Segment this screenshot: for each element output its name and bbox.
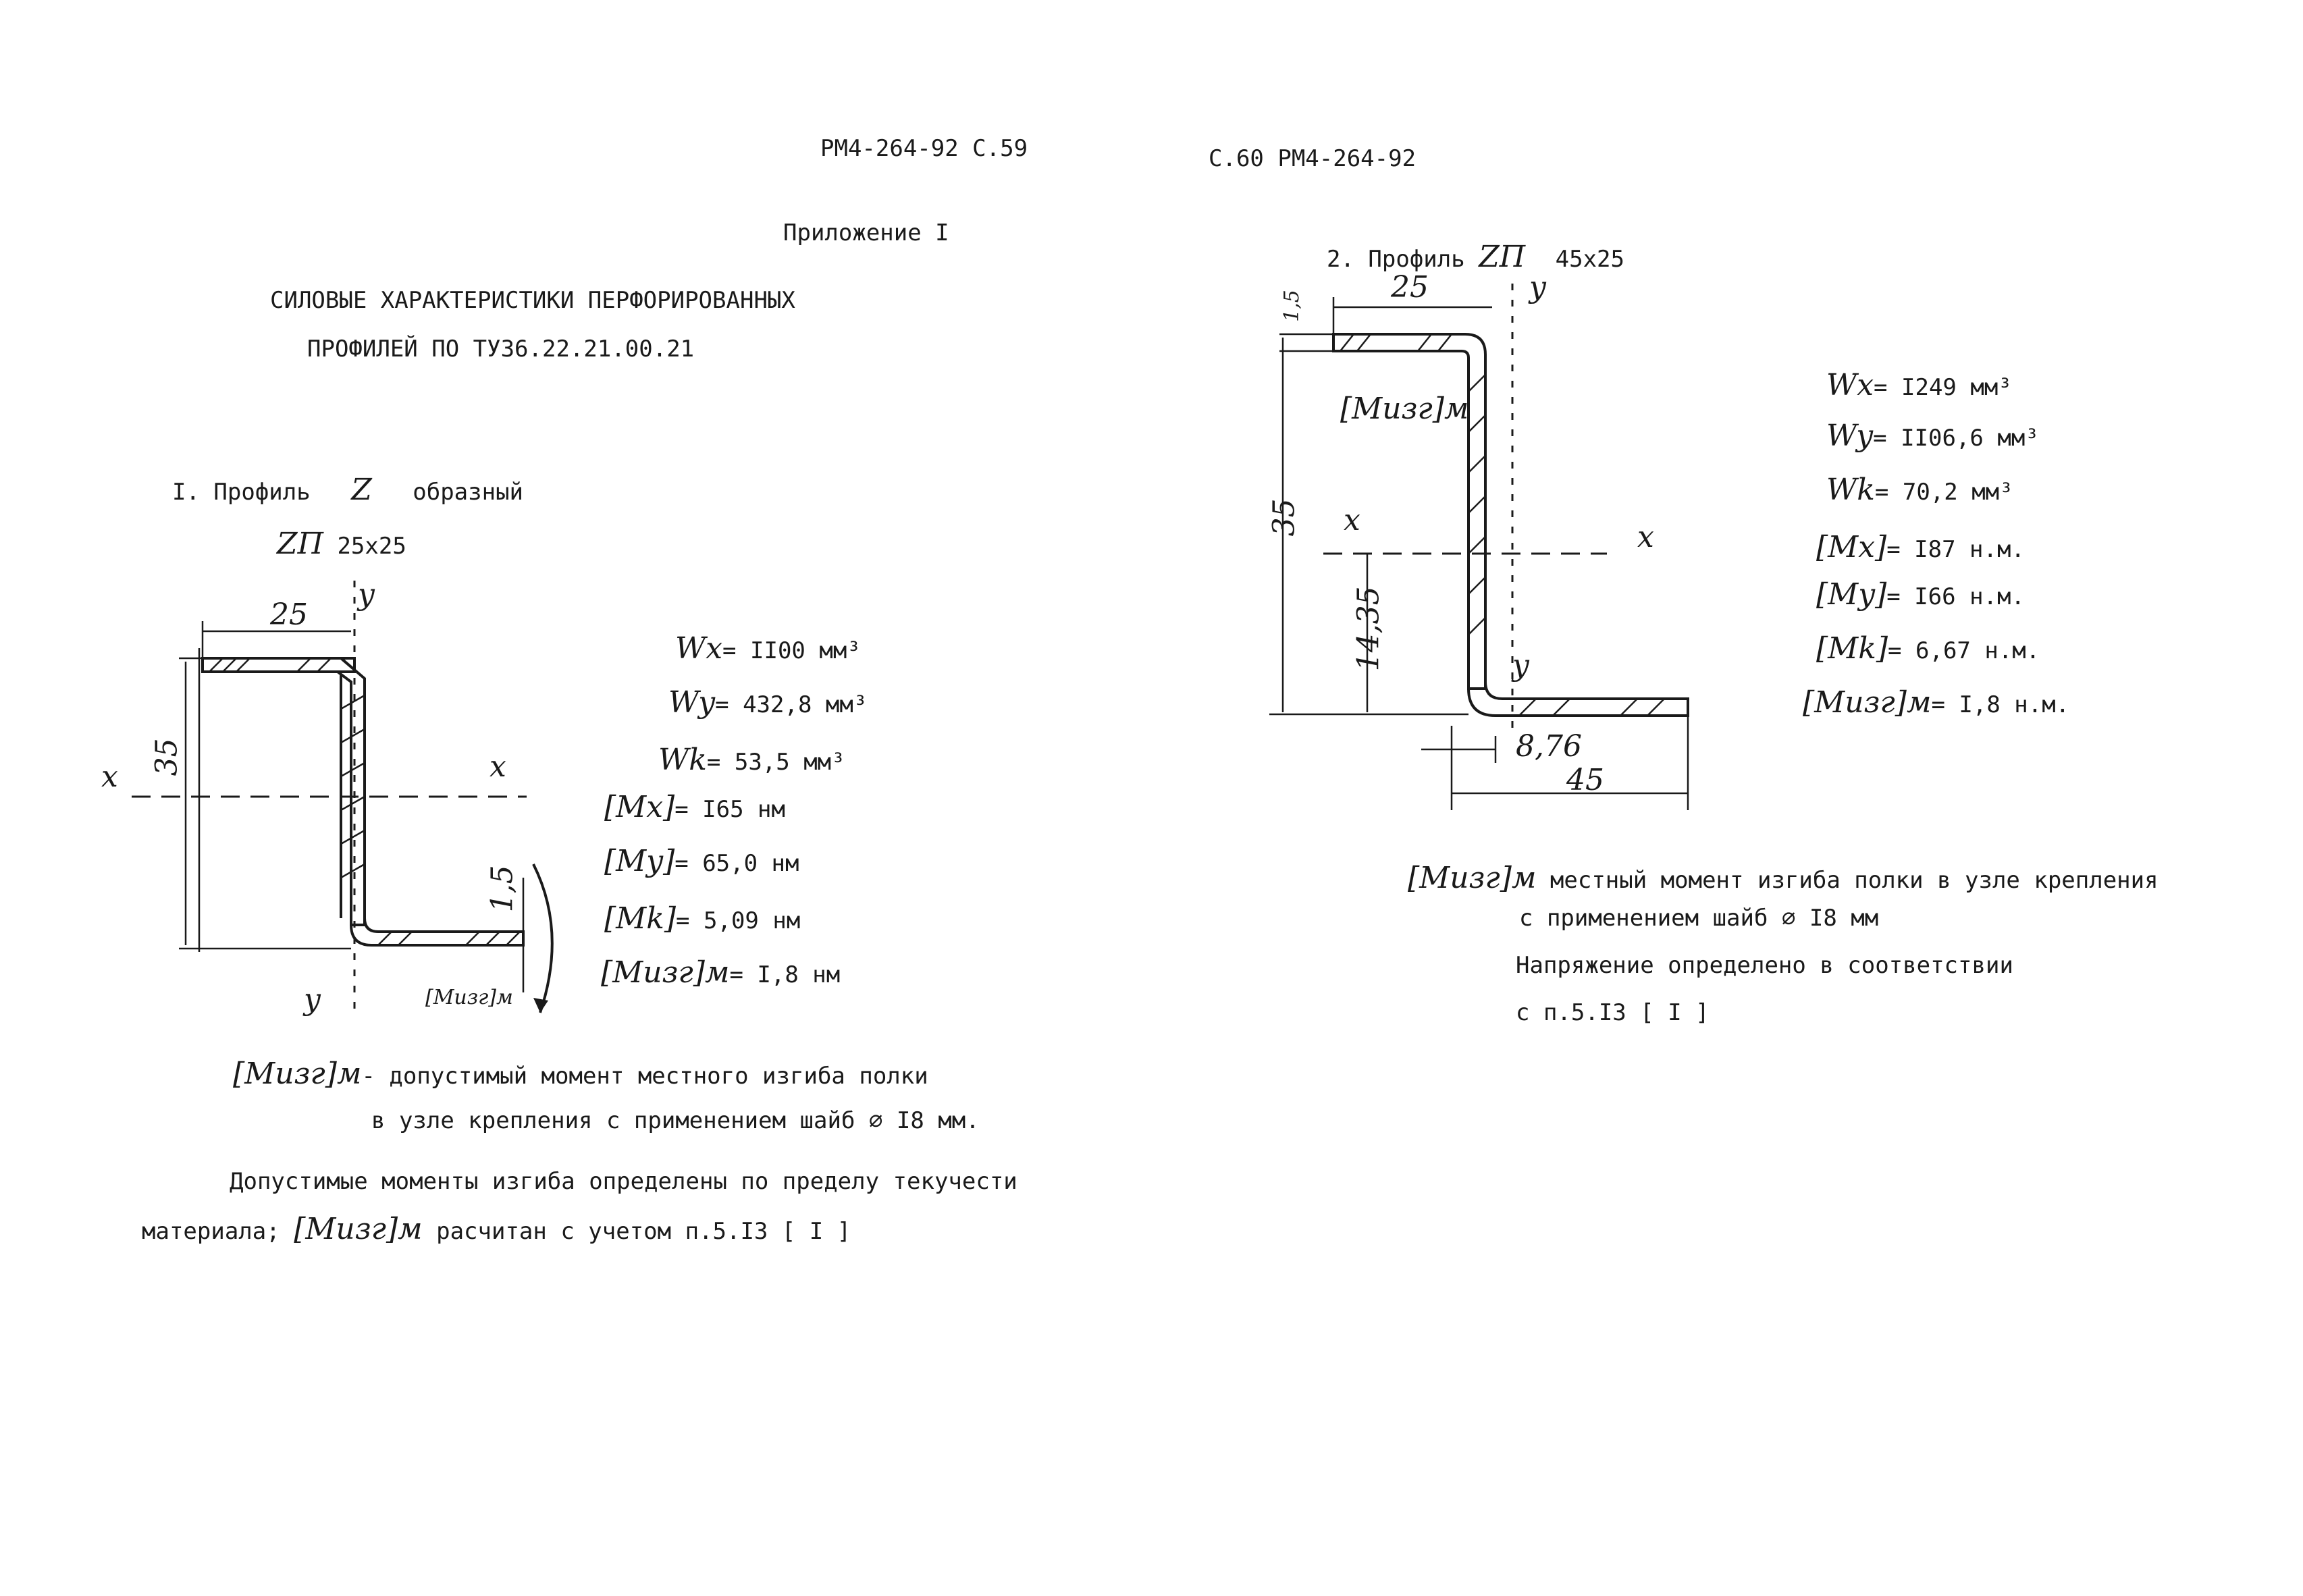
profile1-heading-suffix: образный <box>413 479 524 506</box>
profile1-axis-x-right-label: x <box>489 749 506 784</box>
profile2-dim-bottom: 45 <box>1566 763 1604 797</box>
profile1-code-size: 25х25 <box>337 533 406 560</box>
profile2-prop-mx: [Mx]= I87 н.м. <box>1816 530 2025 564</box>
profile2-axis-x-left-label: x <box>1344 503 1360 537</box>
profile2-note-line3: Напряжение определено в соответствии <box>1516 952 2013 979</box>
profile2-dim-bottom-small: 8,76 <box>1516 729 1582 764</box>
profile2-dim-thickness: 1,5 <box>1279 290 1304 322</box>
document-title-line2: ПРОФИЛЕЙ ПО ТУ36.22.21.00.21 <box>307 336 695 363</box>
profile1-prop-wk: Wk= 53,5 мм³ <box>658 743 845 777</box>
profile1-axis-y-bottom-label: y <box>304 982 321 1017</box>
profile2-dim-top: 25 <box>1391 270 1429 304</box>
profile1-code-prefix: ZП <box>277 527 323 561</box>
profile2-moment-label: [Mизг]м <box>1340 392 1469 426</box>
profile2-heading-prefix: 2. Профиль <box>1327 246 1465 273</box>
profile1-dim-top: 25 <box>270 597 308 632</box>
profile2-prop-mizg: [Mизг]м= I,8 н.м. <box>1803 685 2070 720</box>
profile2-heading-symbol: ZП <box>1479 240 1526 274</box>
profile2-axis-y-bottom-label: y <box>1512 648 1529 683</box>
profile2-dim-height: 35 <box>1267 498 1302 537</box>
profile1-web <box>336 657 366 926</box>
profile1-axis-x-left-label: x <box>101 760 118 794</box>
profile1-axis-y-top-label: y <box>358 577 375 612</box>
profile2-heading: 2. Профиль ZП 45х25 <box>1327 240 1624 275</box>
profile1-heading-symbol: Z <box>351 473 372 507</box>
appendix-label: Приложение I <box>783 219 949 246</box>
profile2-prop-wy: Wy= II06,6 мм³ <box>1826 419 2039 453</box>
profile2-axis-y-top-label: y <box>1529 270 1546 304</box>
profile1-note-line1: [Mизг]м- допустимый момент местного изги… <box>233 1057 928 1091</box>
profile2-prop-wx: Wx= I249 мм³ <box>1826 368 2012 402</box>
profile1-prop-wy: Wy= 432,8 мм³ <box>668 685 868 720</box>
profile2-dim-height2: 14,35 <box>1351 586 1386 672</box>
profile1-prop-wx: Wx= II00 мм³ <box>675 631 861 666</box>
page-header-right: С.60 РМ4-264-92 <box>1209 145 1417 172</box>
profile1-moment-label: [Mизг]м <box>425 986 513 1009</box>
profile2-prop-my: [My]= I66 н.м. <box>1816 577 2025 612</box>
profile1-code: ZП 25х25 <box>277 527 406 562</box>
profile1-moment-arrowhead <box>533 998 548 1013</box>
profile1-moment-arc <box>532 863 554 1013</box>
profile1-note-line2: в узле крепления с применением шайб ⌀ I8… <box>371 1107 980 1134</box>
document-title-line1: СИЛОВЫЕ ХАРАКТЕРИСТИКИ ПЕРФОРИРОВАННЫХ <box>270 287 795 314</box>
profile1-paragraph-line2: материала; [Mизг]м расчитан с учетом п.5… <box>142 1212 851 1246</box>
profile1-heading-prefix: I. Профиль <box>172 479 311 506</box>
profile1-prop-mk: [Mk]= 5,09 нм <box>604 901 801 936</box>
profile2-prop-wk: Wk= 70,2 мм³ <box>1826 473 2013 507</box>
profile1-prop-mx: [Mx]= I65 нм <box>604 790 785 824</box>
page-header-left: РМ4-264-92 С.59 <box>820 135 1028 162</box>
profile2-prop-mk: [Mk]= 6,67 н.м. <box>1816 631 2040 666</box>
profile2-bottom-flange <box>1467 681 1689 717</box>
profile1-prop-mizg: [Mизг]м= I,8 нм <box>601 955 841 990</box>
profile2-axis-x-right-label: x <box>1637 520 1654 554</box>
profile1-heading: I. Профиль Z образный <box>172 473 523 508</box>
profile1-paragraph-line1: Допустимые моменты изгиба определены по … <box>230 1168 1017 1195</box>
profile2-note-line2: с применением шайб ⌀ I8 мм <box>1519 905 1879 932</box>
profile1-prop-my: [My]= 65,0 нм <box>604 844 799 878</box>
profile2-heading-size: 45х25 <box>1555 246 1624 273</box>
profile2-note-line1: [Mизг]м местный момент изгиба полки в уз… <box>1408 861 2159 895</box>
profile2-note-line4: с п.5.I3 [ I ] <box>1516 999 1710 1026</box>
